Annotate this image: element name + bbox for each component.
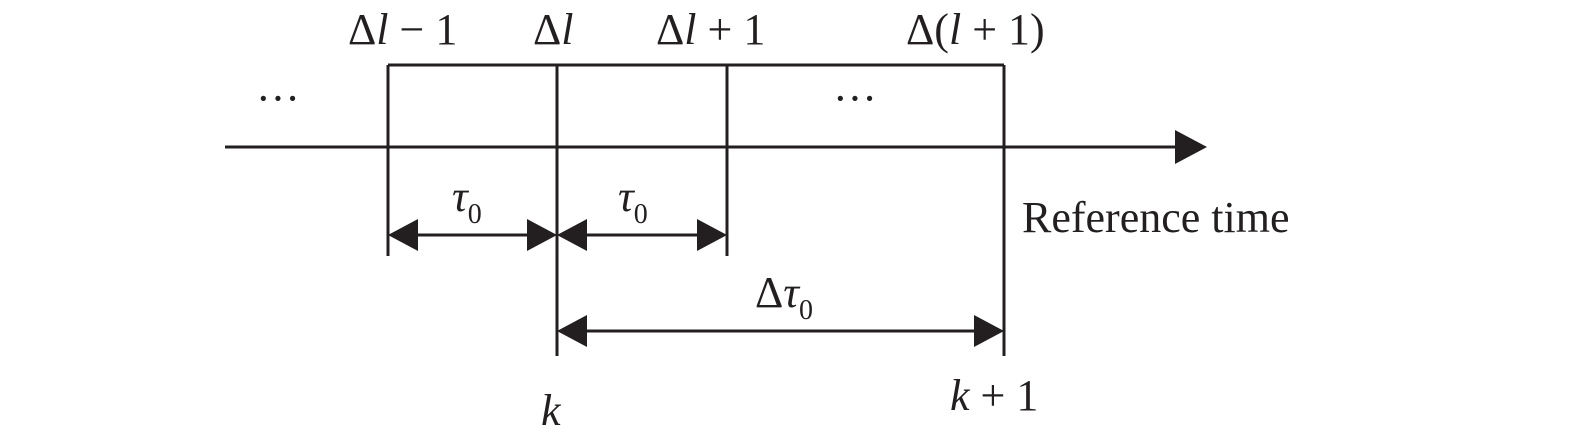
- label-delta-paren-l-plus-1: Δ(l + 1): [906, 5, 1045, 54]
- delta-tau0-arrowhead-left: [557, 315, 587, 347]
- tau0-left-arrowhead-right: [527, 219, 557, 251]
- label-tau0-left: τ0: [452, 172, 482, 230]
- tau0-right-arrowhead-left: [557, 219, 587, 251]
- tau0-left-arrowhead-left: [388, 219, 418, 251]
- tau0-right-arrowhead-right: [697, 219, 727, 251]
- delta-tau0-arrowhead-right: [974, 315, 1004, 347]
- ellipsis-middle: ···: [833, 74, 877, 123]
- label-delta-tau0: Δτ0: [755, 268, 813, 326]
- label-delta-l: Δl: [533, 5, 574, 54]
- label-k-plus-1: k + 1: [950, 371, 1038, 420]
- time-axis-arrowhead: [1175, 130, 1207, 164]
- label-delta-l-minus-1: Δl − 1: [348, 5, 457, 54]
- label-delta-l-plus-1: Δl + 1: [656, 5, 765, 54]
- label-k: k: [541, 386, 562, 435]
- ellipsis-left: ···: [256, 74, 300, 123]
- label-reference-time: Reference time: [1022, 193, 1290, 242]
- label-tau0-right: τ0: [618, 172, 648, 230]
